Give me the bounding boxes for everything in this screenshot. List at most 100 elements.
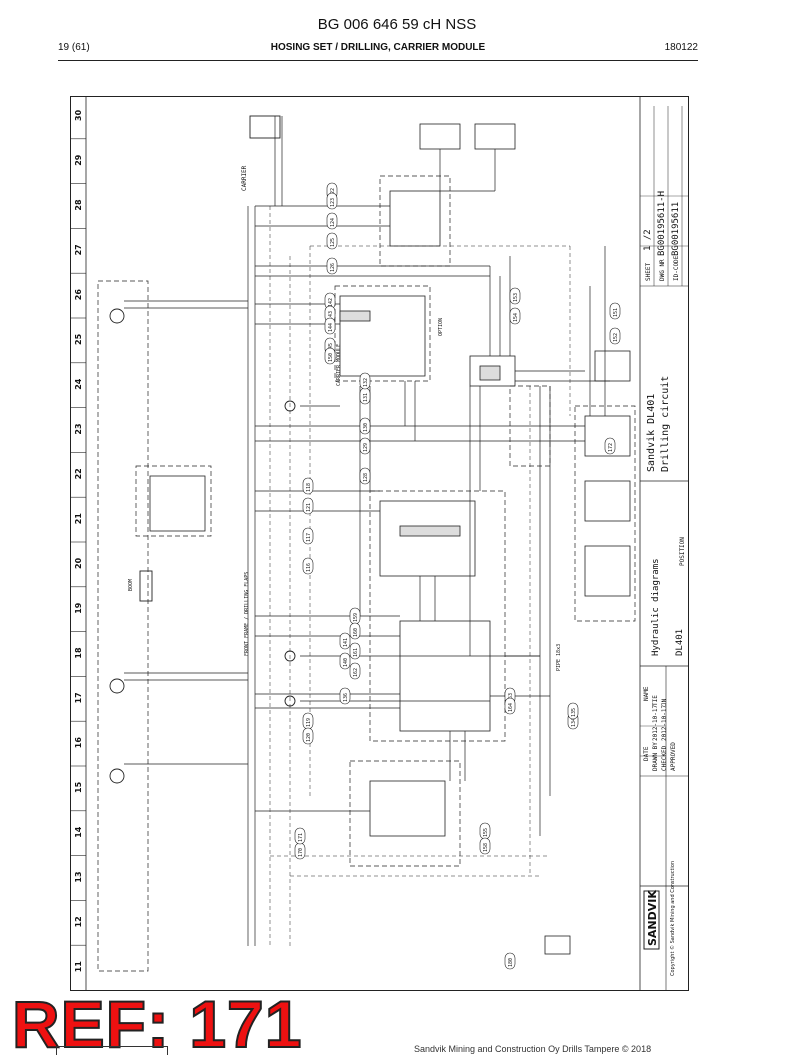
grid-number: 20 [74, 557, 83, 569]
hose-bubble [504, 697, 516, 715]
hose-number: 129 [363, 443, 369, 452]
hose-number: 135 [571, 708, 577, 717]
hose-bubble [339, 687, 351, 705]
grid-number: 28 [74, 199, 83, 211]
grid-number: 11 [74, 961, 83, 973]
document-number: BG 006 646 59 cH NSS [317, 16, 477, 33]
hose-number: 145 [328, 343, 334, 352]
pipe-label: PIPE 18x3 [556, 644, 562, 671]
hose-bubble [504, 952, 516, 970]
hose-number: 122 [330, 188, 336, 197]
hose-number: 124 [330, 218, 336, 227]
hose-bubble [349, 662, 361, 680]
hose-bubble [302, 727, 314, 745]
approved-label: APPROVED [670, 742, 677, 771]
hose-number: 170 [298, 848, 304, 857]
grid-number: 23 [74, 423, 83, 434]
hose-number: 155 [483, 828, 489, 837]
dwg-value: BG00195611-H [657, 191, 667, 256]
hose-number: 143 [328, 311, 334, 320]
hose-number: 140 [343, 658, 349, 667]
hose-number: 144 [328, 323, 334, 332]
drawn-label: DRAWN BY [652, 742, 659, 771]
grid-number: 27 [74, 244, 83, 255]
page-number: 19 (61) [58, 42, 90, 53]
position-label: POSITION [679, 537, 686, 566]
hose-number: 119 [306, 718, 312, 727]
hose-bubble [339, 652, 351, 670]
hose-bubble [326, 257, 338, 275]
hose-bubble [509, 307, 521, 325]
grid-number: 14 [74, 826, 83, 838]
dwg-label: DWG NR [659, 259, 666, 281]
hose-number: 130 [363, 423, 369, 432]
carrier-module-label: CARRIER MODULE [336, 344, 342, 386]
grid-number: 22 [74, 468, 83, 479]
hose-number: 128 [363, 473, 369, 482]
id-value: BG00195611 [671, 202, 681, 256]
grid-number: 15 [74, 781, 83, 793]
hose-bubble [567, 702, 579, 720]
grid-number: 17 [74, 692, 83, 703]
front-frame-label: FRONT FRAME / DRILLING FLAPS [244, 572, 250, 656]
hose-number: 117 [306, 533, 312, 542]
hose-bubble [302, 527, 314, 545]
diagram-type: Hydraulic diagrams [651, 558, 661, 656]
hose-bubble [326, 192, 338, 210]
grid-number: 30 [74, 109, 83, 121]
hose-number: 116 [306, 563, 312, 572]
hose-bubble [324, 347, 336, 365]
grid-number: 21 [74, 513, 83, 525]
brand-logo: SANDVIK [646, 890, 659, 946]
hose-number: 118 [306, 483, 312, 492]
checked-label: CHECKED [661, 745, 668, 771]
section-title: HOSING SET / DRILLING, CARRIER MODULE [270, 42, 486, 53]
hydraulic-schematic: 3029282726252423222120191817161514131211… [70, 96, 689, 991]
hose-number: 151 [613, 308, 619, 317]
hose-number: 136 [343, 693, 349, 702]
hose-bubble [339, 632, 351, 650]
hose-number: 150 [328, 353, 334, 362]
boom-label: BOOM [128, 579, 134, 591]
ref-stamp: REF: 171 [11, 986, 303, 1062]
hose-number: 123 [330, 198, 336, 207]
model-name: DL401 [675, 629, 685, 656]
hose-number: 172 [608, 443, 614, 452]
hose-number: 164 [508, 703, 514, 712]
hose-number: 161 [353, 648, 359, 657]
hose-number: 171 [298, 833, 304, 842]
grid-number: 26 [74, 289, 83, 301]
grid-number: 19 [74, 602, 83, 614]
page-footer: Sandvik Mining and Construction Oy Drill… [414, 1044, 652, 1054]
date-label: DATE [643, 746, 650, 761]
grid-number: 16 [74, 737, 83, 749]
grid-number: 25 [74, 333, 83, 345]
hose-number: 153 [513, 293, 519, 302]
hose-bubble [609, 302, 621, 320]
hose-bubble [302, 477, 314, 495]
drawn-date: 2012-10-17 [652, 704, 659, 741]
hose-number: 159 [353, 613, 359, 622]
copyright: Copyright © Sandvik Mining and Construct… [669, 861, 676, 976]
hose-number: 131 [363, 393, 369, 402]
hose-bubble [359, 467, 371, 485]
hose-number: 142 [328, 298, 334, 307]
hose-bubble [349, 622, 361, 640]
hose-bubble [609, 327, 621, 345]
grid-number: 12 [74, 916, 83, 927]
hose-bubble [479, 837, 491, 855]
grid-number: 18 [74, 647, 83, 659]
hose-bubble [324, 317, 336, 335]
hose-bubble [509, 287, 521, 305]
name-label: NAME [643, 686, 650, 701]
circuit-name: Drilling circuit [660, 376, 671, 472]
hose-number: 126 [330, 263, 336, 272]
sheet-value: 1 /2 [643, 229, 653, 251]
hose-bubble [359, 437, 371, 455]
hose-number: 120 [306, 733, 312, 742]
document-code: 180122 [664, 42, 698, 53]
hose-bubble [349, 642, 361, 660]
hose-number: 134 [571, 718, 577, 727]
option-label: OPTION [438, 318, 444, 336]
hose-number: 141 [343, 638, 349, 647]
